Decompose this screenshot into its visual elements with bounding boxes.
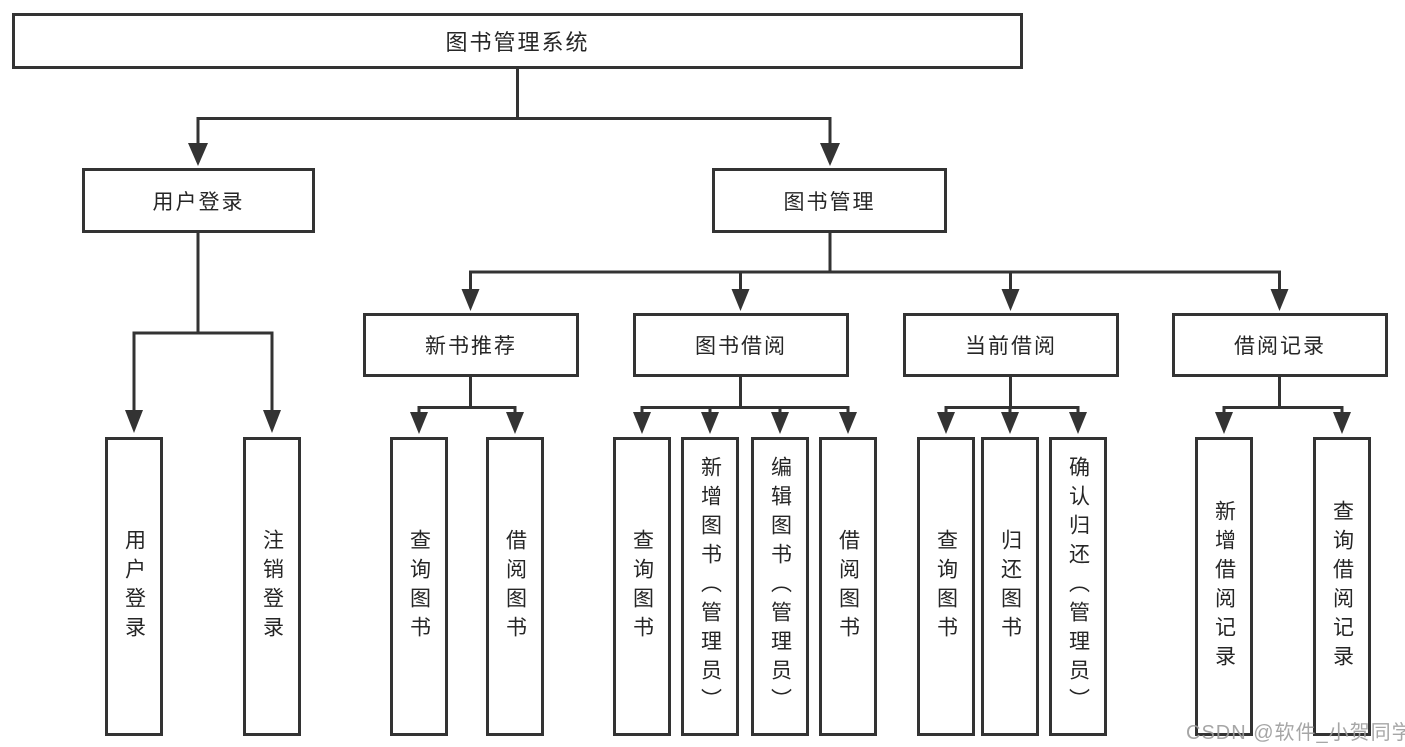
node-return-book: 归还图书 [981, 437, 1039, 736]
node-library-system: 图书管理系统 [12, 13, 1023, 69]
node-query-borrow-record: 查询借阅记录 [1313, 437, 1371, 736]
node-borrow-books-borrowing: 借阅图书 [819, 437, 877, 736]
node-label: 图书管理 [783, 190, 876, 214]
node-query-books-current: 查询图书 [917, 437, 975, 736]
node-label: 新增图书（管理员） [698, 456, 722, 717]
node-label: 查询图书 [407, 528, 431, 645]
node-query-books-recommend: 查询图书 [390, 437, 448, 736]
node-label: 查询图书 [630, 528, 654, 645]
node-label: 注销登录 [260, 528, 284, 645]
node-label: 归还图书 [998, 528, 1022, 645]
node-edit-book-admin: 编辑图书（管理员） [751, 437, 809, 736]
node-new-book-recommendation: 新书推荐 [363, 313, 579, 377]
node-label: 图书借阅 [695, 335, 787, 358]
node-label: 查询图书 [934, 528, 958, 645]
node-label: 新书推荐 [425, 335, 517, 358]
node-label: 借阅图书 [503, 528, 527, 645]
node-add-borrow-record: 新增借阅记录 [1195, 437, 1253, 736]
node-label: 确认归还（管理员） [1066, 456, 1090, 717]
node-query-books-borrowing: 查询图书 [613, 437, 671, 736]
node-label: 新增借阅记录 [1212, 499, 1236, 674]
node-user-login: 用户登录 [105, 437, 163, 736]
node-label: 当前借阅 [965, 335, 1057, 358]
node-logout: 注销登录 [243, 437, 301, 736]
node-add-book-admin: 新增图书（管理员） [681, 437, 739, 736]
watermark: CSDN @软件_小贺同学 [1186, 722, 1405, 744]
node-borrow-books-recommend: 借阅图书 [486, 437, 544, 736]
node-label: 查询借阅记录 [1330, 499, 1354, 674]
node-current-borrowing: 当前借阅 [903, 313, 1119, 377]
node-book-borrowing: 图书借阅 [633, 313, 849, 377]
node-label: 借阅记录 [1234, 335, 1326, 358]
node-label: 用户登录 [122, 528, 146, 645]
node-borrowing-records: 借阅记录 [1172, 313, 1388, 377]
node-book-management-group: 图书管理 [712, 168, 947, 233]
node-label: 图书管理系统 [445, 30, 590, 55]
node-label: 用户登录 [152, 190, 245, 214]
node-label: 编辑图书（管理员） [768, 456, 792, 717]
node-confirm-return-admin: 确认归还（管理员） [1049, 437, 1107, 736]
node-user-login-group: 用户登录 [82, 168, 315, 233]
node-label: 借阅图书 [836, 528, 860, 645]
